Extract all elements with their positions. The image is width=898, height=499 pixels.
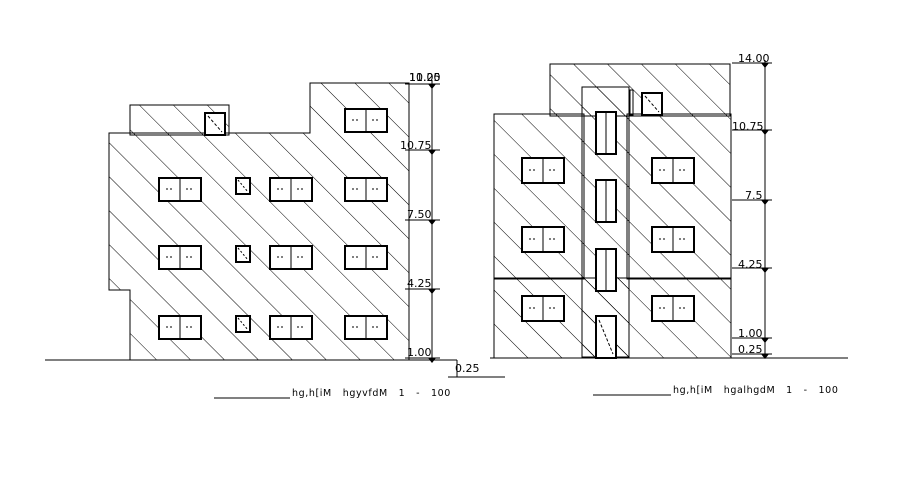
left-windows-row-3 [158, 177, 388, 202]
right-level-label: 7.5 [745, 189, 763, 202]
window-icon [344, 315, 388, 340]
window-icon [651, 226, 695, 253]
window-icon [521, 295, 565, 322]
window-icon [521, 226, 565, 253]
small-window-icon [235, 245, 251, 263]
window-icon [344, 177, 388, 202]
right-level-label: 1.00 [738, 327, 763, 340]
right-level-label: 14.00 [738, 52, 770, 65]
left-windows-row-1 [158, 315, 388, 340]
left-level-label: 10.00 [409, 71, 441, 84]
ground-step-label: 0.25 [455, 362, 480, 375]
left-level-label: 4.25 [407, 277, 432, 290]
right-level-label: 4.25 [738, 258, 763, 271]
window-icon [344, 108, 388, 133]
right-level-dimension [732, 60, 772, 359]
stair-window-icon [595, 111, 617, 155]
stair-window-icon [595, 248, 617, 292]
window-icon [158, 245, 202, 270]
small-window-icon [235, 177, 251, 195]
right-level-label: 0.25 [738, 343, 763, 356]
right-right-wing [626, 113, 732, 280]
left-level-dimension [405, 80, 440, 363]
left-building-body [108, 82, 410, 361]
right-penthouse [549, 63, 731, 117]
right-level-label: 10.75 [732, 120, 764, 133]
window-icon [651, 157, 695, 184]
left-elevation-caption: hg,h[iM hgyvfdM 1 - 100 [292, 388, 451, 399]
window-icon [269, 315, 313, 340]
window-icon [344, 245, 388, 270]
window-icon [521, 157, 565, 184]
right-roof-door-icon [641, 92, 663, 116]
stair-window-icon [595, 179, 617, 223]
window-icon [269, 245, 313, 270]
small-window-icon [235, 315, 251, 333]
ground-line [45, 357, 848, 378]
window-icon [651, 295, 695, 322]
window-icon [158, 177, 202, 202]
right-elevation: 0.25 1.00 4.25 7.5 10.75 14.00 hg,h[iM h… [493, 52, 838, 396]
window-icon [158, 315, 202, 340]
left-windows-row-2 [158, 245, 388, 270]
left-level-label: 11.25 [409, 71, 441, 84]
left-level-label: 1.00 [407, 346, 432, 359]
left-level-label: 10.75 [400, 139, 432, 152]
entrance-door-icon [595, 315, 617, 359]
right-elevation-caption: hg,h[iM hgalhgdM 1 - 100 [673, 385, 838, 396]
left-level-label: 7.50 [407, 208, 432, 221]
right-left-wing [493, 113, 585, 280]
window-icon [269, 177, 313, 202]
left-roof-door-icon [204, 112, 226, 136]
left-elevation: 1.00 4.25 7.50 10.75 10.00 11.25 hg,h[iM… [108, 71, 451, 399]
